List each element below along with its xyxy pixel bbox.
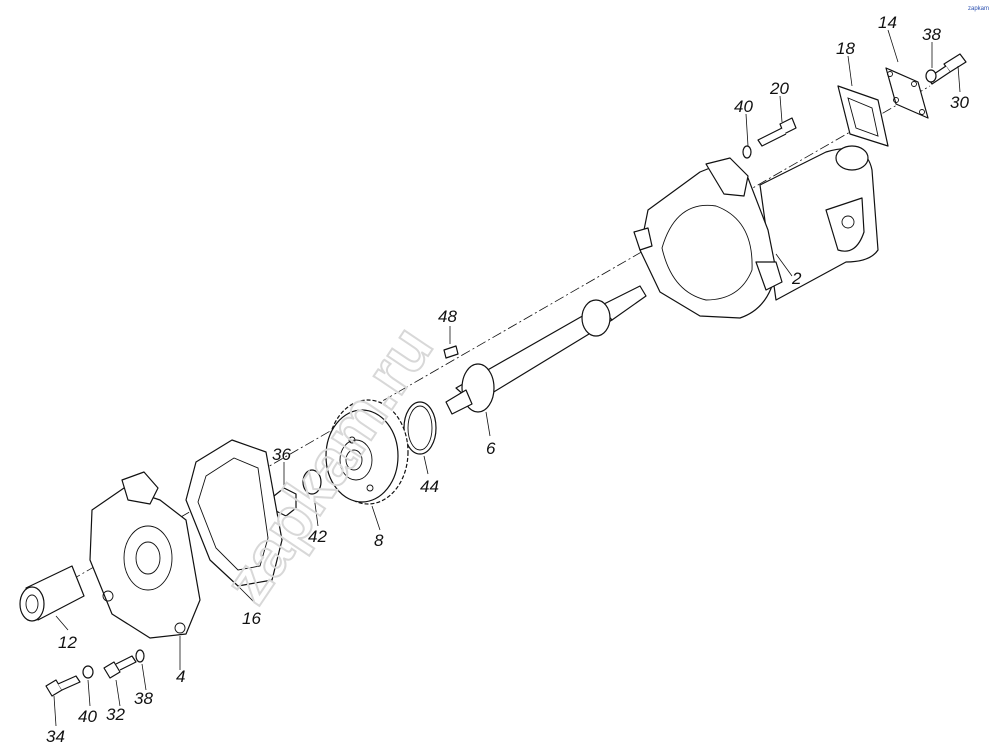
part-40-washer-lower	[82, 665, 94, 679]
callout-42: 42	[308, 527, 327, 546]
part-42-washer	[302, 469, 322, 495]
callout-2: 2	[791, 269, 802, 288]
part-34-bolt	[45, 675, 81, 697]
callout-48: 48	[438, 307, 457, 326]
part-40-washer-upper	[742, 145, 752, 159]
part-20-bolt	[757, 117, 797, 147]
part-6-shaft	[445, 285, 647, 415]
corner-mark: zapkam	[968, 6, 989, 12]
part-18-gasket	[837, 85, 889, 147]
callout-20: 20	[769, 79, 789, 98]
part-44-retaining-ring	[403, 401, 437, 455]
part-12-drive-pinion	[19, 565, 85, 622]
callout-4: 4	[176, 667, 185, 686]
callout-36: 36	[272, 445, 291, 464]
callout-leader-lines	[53, 29, 961, 727]
callout-30: 30	[950, 93, 969, 112]
part-4-front-cover	[89, 471, 201, 639]
part-2-housing	[633, 145, 879, 319]
callout-44: 44	[420, 477, 439, 496]
callout-40-lower: 40	[78, 707, 97, 726]
callout-16: 16	[242, 609, 261, 628]
part-16-gasket	[185, 439, 283, 587]
callout-12: 12	[58, 633, 77, 652]
part-14-cover-plate	[885, 67, 929, 119]
callout-18: 18	[836, 39, 855, 58]
callout-34: 34	[46, 727, 65, 746]
part-8-gear	[325, 399, 409, 505]
callout-38-top: 38	[922, 25, 941, 44]
callout-40-upper: 40	[734, 97, 753, 116]
callout-8: 8	[374, 531, 384, 550]
callout-14: 14	[878, 13, 897, 32]
callout-6: 6	[486, 439, 496, 458]
callout-38-lower: 38	[134, 689, 153, 708]
part-38-washer-lower	[135, 649, 145, 663]
part-32-bolt	[103, 655, 137, 679]
assembly-axis-line	[39, 85, 931, 599]
part-48-key	[443, 345, 459, 359]
callout-32: 32	[106, 705, 125, 724]
part-38-washer-top	[925, 69, 937, 83]
callout-labels: 14 38 18 30 20 40 2 48 6 36 44 42 8 16 1…	[46, 13, 969, 746]
